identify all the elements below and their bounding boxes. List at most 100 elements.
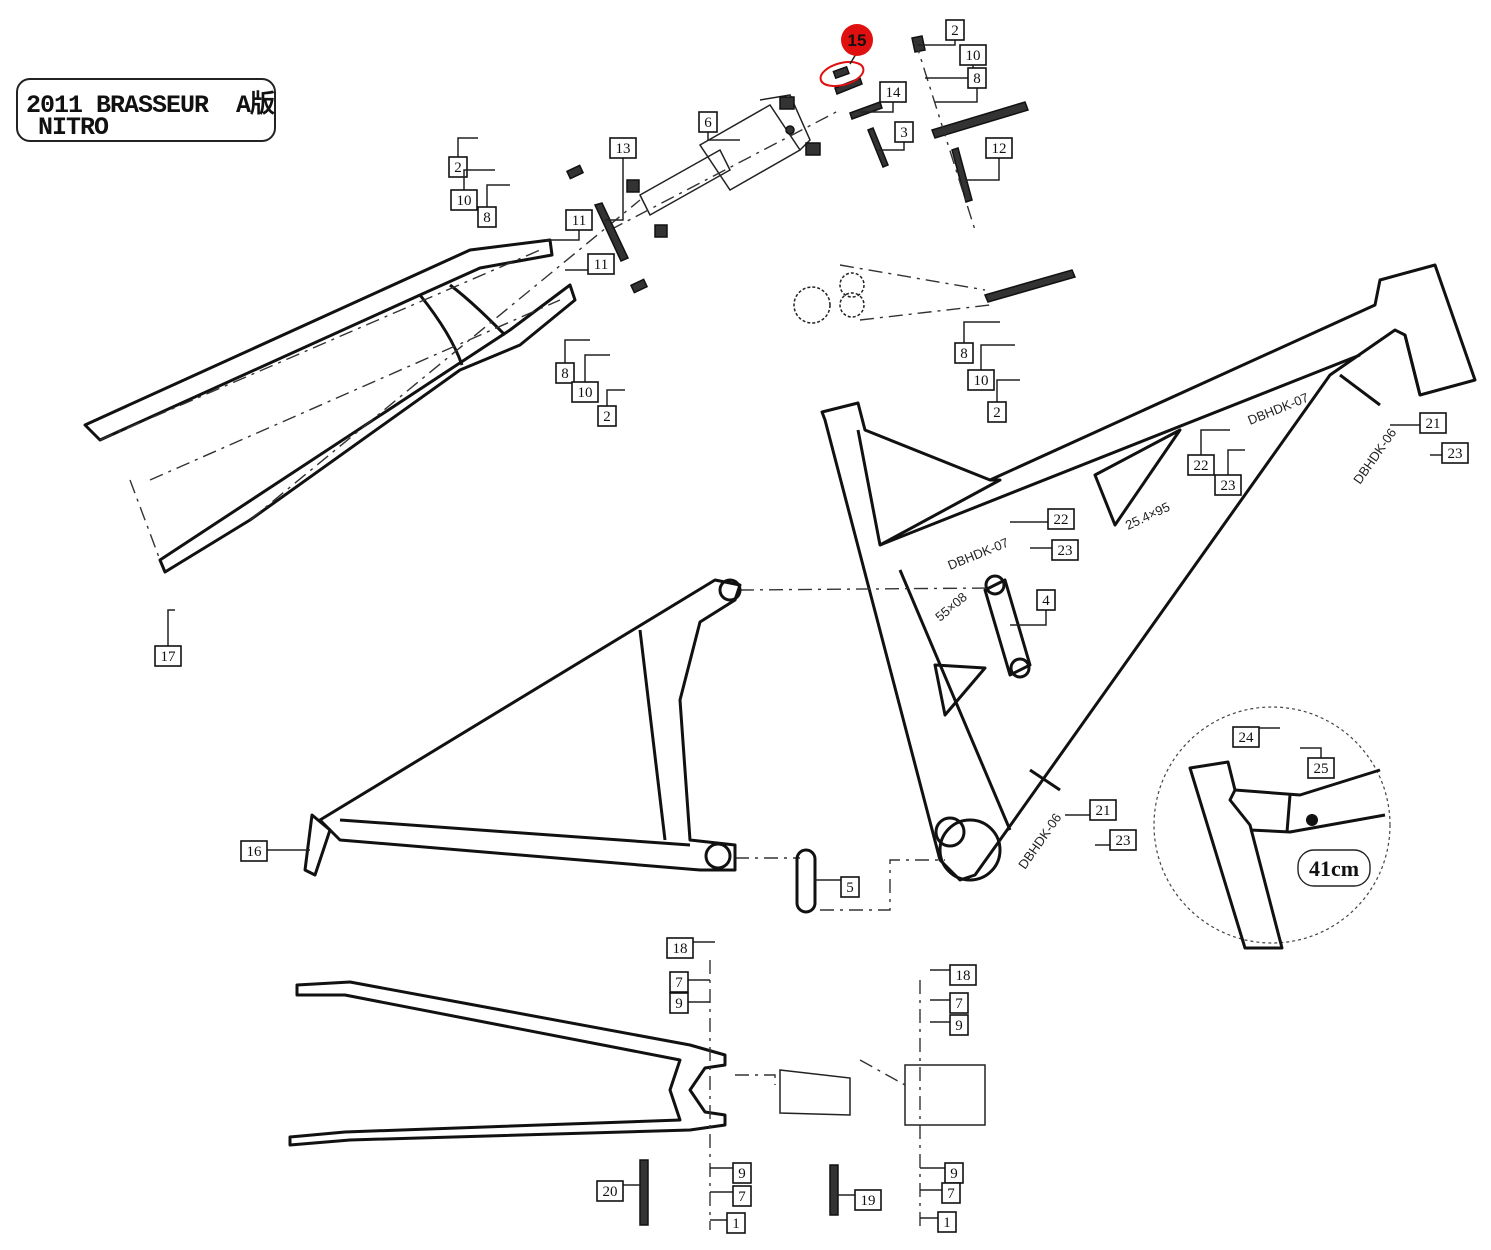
callout-number: 18 <box>673 941 688 957</box>
callout-box <box>609 137 637 159</box>
callout-number: 11 <box>572 213 586 229</box>
main-frame <box>820 263 1477 882</box>
callout-box <box>1047 508 1075 530</box>
callout-18: 18 <box>666 937 715 959</box>
callout-number: 8 <box>960 346 968 362</box>
callout-number: 14 <box>886 85 902 101</box>
callout-19: 19 <box>838 1189 882 1211</box>
callout-number: 24 <box>1239 730 1255 746</box>
bolt-12 <box>951 147 973 203</box>
callout-number: 9 <box>950 1166 958 1182</box>
callout-box <box>669 992 689 1014</box>
callout-box <box>732 1162 752 1184</box>
callout-number: 23 <box>1221 478 1236 494</box>
callout-22: 22 <box>1187 429 1230 476</box>
leader-line <box>605 138 624 221</box>
callout-11: 11 <box>565 253 615 275</box>
callout-number: 10 <box>966 48 981 64</box>
callout-2: 2 <box>987 379 1020 423</box>
callout-number: 8 <box>561 366 569 382</box>
callout-box <box>1419 412 1447 434</box>
callout-box <box>477 206 497 228</box>
callout-10: 10 <box>967 344 1015 391</box>
callout-12: 12 <box>965 137 1013 181</box>
callout-number: 22 <box>1194 458 1209 474</box>
callout-number: 1 <box>732 1216 740 1232</box>
callout-number: 9 <box>955 1018 963 1034</box>
callout-box <box>941 1182 961 1204</box>
callout-number: 5 <box>846 880 854 896</box>
callout-box <box>949 992 969 1014</box>
leader-line <box>996 379 1020 402</box>
callout-number: 23 <box>1448 446 1463 462</box>
callout-8: 8 <box>555 339 590 384</box>
callout-number: 7 <box>955 996 963 1012</box>
callout-number: 18 <box>956 968 971 984</box>
callout-2: 2 <box>918 19 965 46</box>
callout-9: 9 <box>930 1014 969 1036</box>
callout-box <box>959 44 987 66</box>
annotation-seat-tube: DBHDK-06 <box>1350 425 1399 486</box>
callout-number: 16 <box>247 844 263 860</box>
detail-view: 41cm <box>1153 706 1391 950</box>
link-5 <box>795 848 817 914</box>
annotation-down-tube: DBHDK-06 <box>1015 810 1064 871</box>
callout-8: 8 <box>935 67 987 103</box>
axle-2 <box>983 269 1077 303</box>
bolt-3 <box>867 127 889 168</box>
callout-1: 1 <box>710 1212 746 1234</box>
callout-number: 13 <box>616 141 631 157</box>
part-15-badge <box>841 24 873 56</box>
callout-13: 13 <box>605 137 637 221</box>
callout-box <box>1187 454 1215 476</box>
callout-number: 17 <box>161 649 177 665</box>
callout-box <box>967 67 987 89</box>
callout-number: 3 <box>900 125 908 141</box>
callout-21: 21 <box>1390 412 1447 434</box>
callout-number: 2 <box>951 23 959 39</box>
callout-10: 10 <box>571 354 610 403</box>
callout-box <box>1089 799 1117 821</box>
callout-9: 9 <box>920 1162 964 1184</box>
callout-5: 5 <box>815 876 860 898</box>
callout-25: 25 <box>1300 747 1335 779</box>
callout-21: 21 <box>1065 799 1117 821</box>
part-15-label: 15 <box>848 31 867 50</box>
title-block: 2011 BRASSEUR A版 NITRO <box>16 78 276 142</box>
link-4 <box>983 574 1032 679</box>
callout-number: 6 <box>704 115 712 131</box>
bolt-14 <box>849 101 883 120</box>
rear-triangle-plan-view <box>288 960 986 1230</box>
callout-box <box>1232 726 1260 748</box>
callout-4: 4 <box>1010 589 1056 626</box>
callout-7: 7 <box>669 971 710 993</box>
leader-line <box>606 389 625 406</box>
callout-23: 23 <box>1030 539 1079 561</box>
callout-number: 9 <box>675 996 683 1012</box>
shock-eyelet <box>793 264 991 324</box>
highlighted-part-15[interactable]: 15 <box>818 24 873 90</box>
callout-23: 23 <box>1430 442 1469 464</box>
callout-8: 8 <box>477 184 510 228</box>
callout-box <box>732 1185 752 1207</box>
callout-box <box>565 209 593 231</box>
callout-11: 11 <box>545 209 593 241</box>
title-line-2: NITRO <box>38 113 109 142</box>
callout-number: 11 <box>594 257 608 273</box>
callout-box <box>854 1189 882 1211</box>
seat-stay-assembly <box>83 199 641 574</box>
callout-number: 7 <box>947 1186 955 1202</box>
callout-box <box>1036 589 1056 611</box>
callout-7: 7 <box>920 1182 961 1204</box>
leader-line <box>457 137 478 157</box>
callout-18: 18 <box>930 964 977 986</box>
callout-3: 3 <box>878 121 914 151</box>
callout-10: 10 <box>925 44 987 79</box>
annotation-top-tube-left: DBHDK-07 <box>946 535 1011 573</box>
callout-box <box>894 121 914 143</box>
callout-number: 7 <box>738 1189 746 1205</box>
leader-line <box>463 169 495 190</box>
axle-13 <box>593 202 630 262</box>
callout-number: 2 <box>993 405 1001 421</box>
callout-box <box>954 342 974 364</box>
